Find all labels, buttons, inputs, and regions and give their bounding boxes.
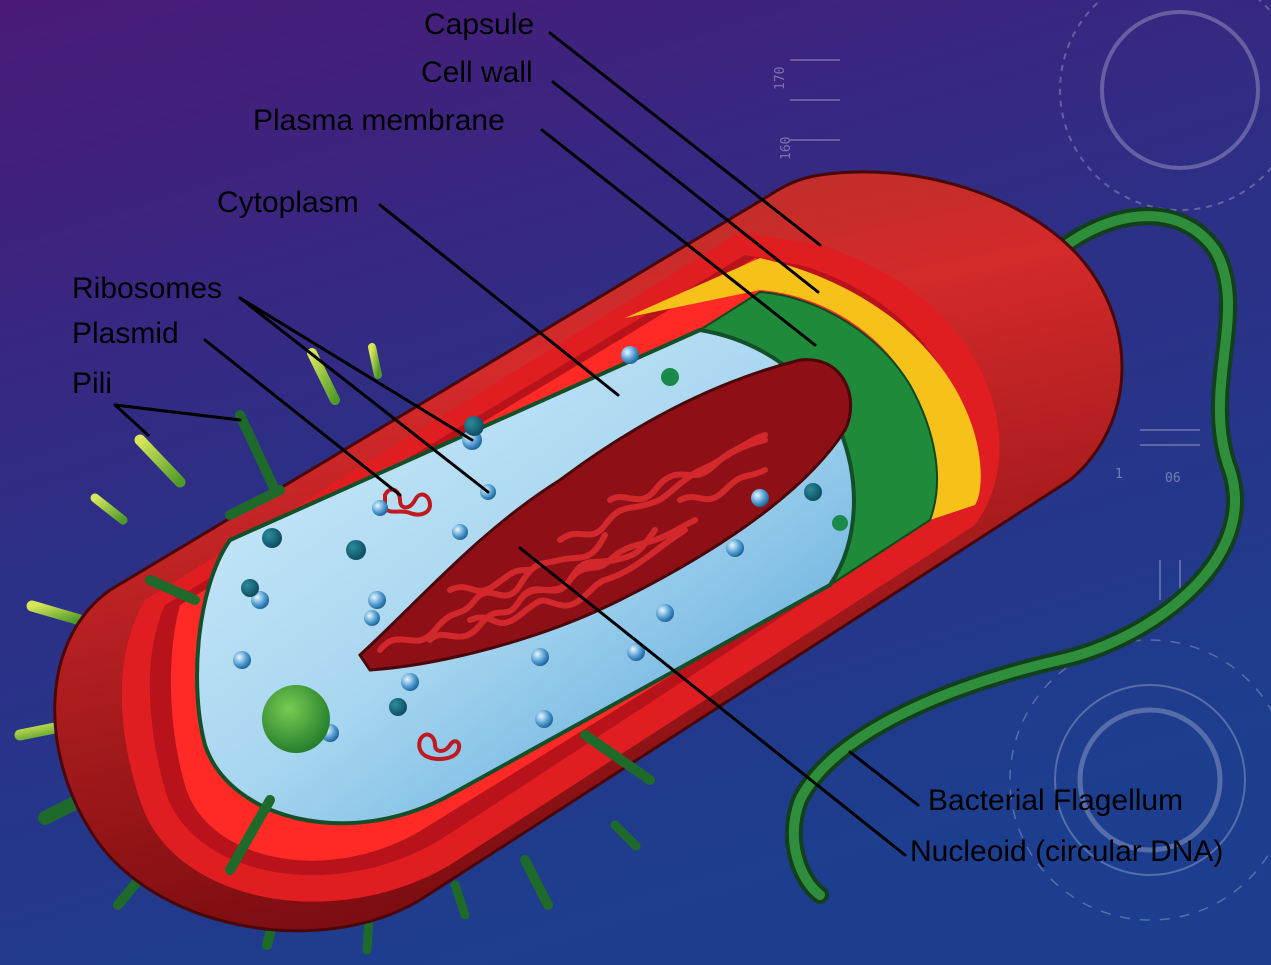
label-nucleoid: Nucleoid (circular DNA) — [910, 835, 1223, 868]
decor-tick-1: 1 — [1115, 467, 1123, 482]
label-plasma-membrane: Plasma membrane — [253, 104, 505, 137]
label-cell-wall: Cell wall — [421, 56, 533, 89]
decor-tick-170: 170 — [773, 67, 788, 90]
label-pili: Pili — [72, 367, 112, 400]
label-capsule: Capsule — [424, 8, 534, 41]
label-bacterial-flagellum: Bacterial Flagellum — [928, 784, 1183, 817]
label-cytoplasm: Cytoplasm — [217, 186, 359, 219]
label-plasmid: Plasmid — [72, 317, 179, 350]
label-ribosomes: Ribosomes — [72, 272, 222, 305]
decor-tick-160: 160 — [779, 137, 794, 160]
decor-tick-06: 06 — [1165, 471, 1181, 486]
